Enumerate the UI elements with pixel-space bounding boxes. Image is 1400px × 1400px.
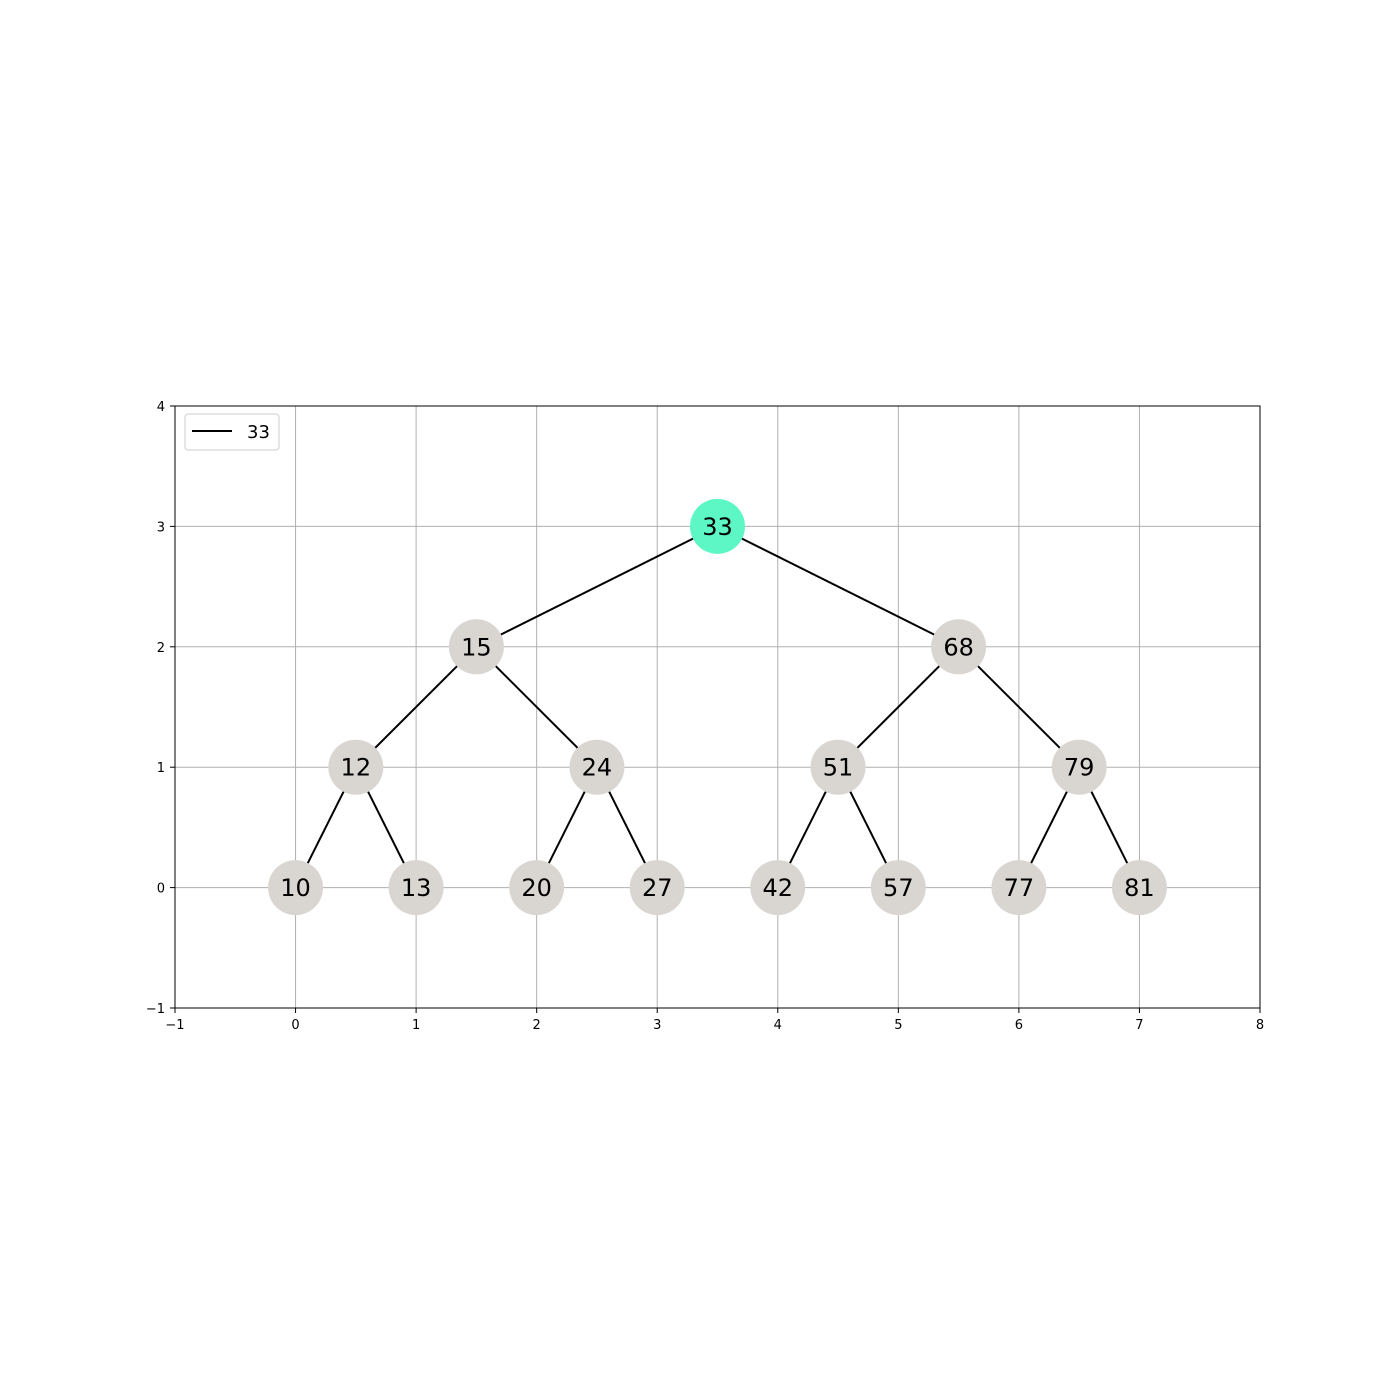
node-circle — [629, 860, 685, 916]
tree-node: 12 — [328, 739, 384, 795]
nodes: 33 15 68 12 24 51 79 10 13 20 27 42 57 77 81 — [268, 498, 1167, 916]
x-tick-label: −1 — [165, 1018, 184, 1033]
x-tick-label: 0 — [291, 1018, 299, 1033]
tree-edge — [957, 646, 1080, 768]
y-tick-label: 2 — [157, 641, 165, 656]
tree-node: 24 — [569, 739, 625, 795]
node-circle — [1051, 739, 1107, 795]
node-circle — [750, 860, 806, 916]
y-tick-label: 4 — [157, 400, 165, 415]
tree-node: 51 — [810, 739, 866, 795]
node-circle — [509, 860, 565, 916]
tree-node: 42 — [750, 860, 806, 916]
tree-node: 79 — [1051, 739, 1107, 795]
legend-label: 33 — [247, 422, 270, 443]
tree-node: 20 — [509, 860, 565, 916]
node-circle — [328, 739, 384, 795]
tree-node: 77 — [991, 860, 1047, 916]
tree-node: 27 — [629, 860, 685, 916]
x-tick-label: 2 — [533, 1018, 541, 1033]
legend: 33 — [184, 413, 280, 451]
x-tick-label: 1 — [412, 1018, 420, 1033]
tree-node: 10 — [268, 860, 324, 916]
y-axis: −1 0 1 2 3 4 — [146, 400, 175, 1017]
node-circle — [569, 739, 625, 795]
node-circle — [931, 619, 987, 675]
node-label: 10 — [280, 874, 311, 902]
x-tick-label: 4 — [774, 1018, 782, 1033]
tree-node: 57 — [870, 860, 926, 916]
node-label: 20 — [521, 874, 552, 902]
axes-frame — [174, 405, 1261, 1009]
x-tick-label: 5 — [894, 1018, 902, 1033]
node-label: 42 — [763, 874, 794, 902]
node-label: 15 — [461, 633, 492, 661]
node-label: 77 — [1004, 874, 1035, 902]
node-label: 57 — [883, 874, 914, 902]
x-axis: −1 0 1 2 3 4 5 6 7 8 — [165, 1008, 1264, 1033]
tree-edge — [475, 646, 598, 768]
node-circle — [991, 860, 1047, 916]
node-circle — [870, 860, 926, 916]
y-tick-label: 3 — [157, 520, 165, 535]
tree-edge — [717, 525, 960, 648]
node-circle — [268, 860, 324, 916]
node-label: 79 — [1064, 754, 1095, 782]
node-label: 51 — [823, 754, 854, 782]
tree-edge — [837, 646, 960, 768]
tree-edge — [475, 525, 718, 648]
node-label: 33 — [702, 513, 733, 541]
node-label: 24 — [582, 754, 613, 782]
node-label: 68 — [943, 633, 974, 661]
tree-node: 68 — [931, 619, 987, 675]
x-tick-label: 3 — [653, 1018, 661, 1033]
x-tick-label: 7 — [1135, 1018, 1143, 1033]
y-tick-label: 1 — [157, 761, 165, 776]
y-tick-label: 0 — [157, 882, 165, 897]
tree-node: 13 — [388, 860, 444, 916]
y-tick-label: −1 — [146, 1002, 165, 1017]
tree-node: 81 — [1111, 860, 1167, 916]
node-label: 27 — [642, 874, 673, 902]
node-label: 12 — [341, 754, 372, 782]
root-node: 33 — [690, 498, 745, 554]
node-circle — [690, 498, 745, 554]
x-tick-label: 8 — [1256, 1018, 1264, 1033]
node-circle — [810, 739, 866, 795]
node-circle — [448, 619, 504, 675]
node-circle — [1111, 860, 1167, 916]
tree-node: 15 — [448, 619, 504, 675]
node-label: 81 — [1124, 874, 1155, 902]
node-label: 13 — [401, 874, 432, 902]
x-tick-label: 6 — [1015, 1018, 1023, 1033]
tree-edge — [355, 646, 478, 768]
node-circle — [388, 860, 444, 916]
